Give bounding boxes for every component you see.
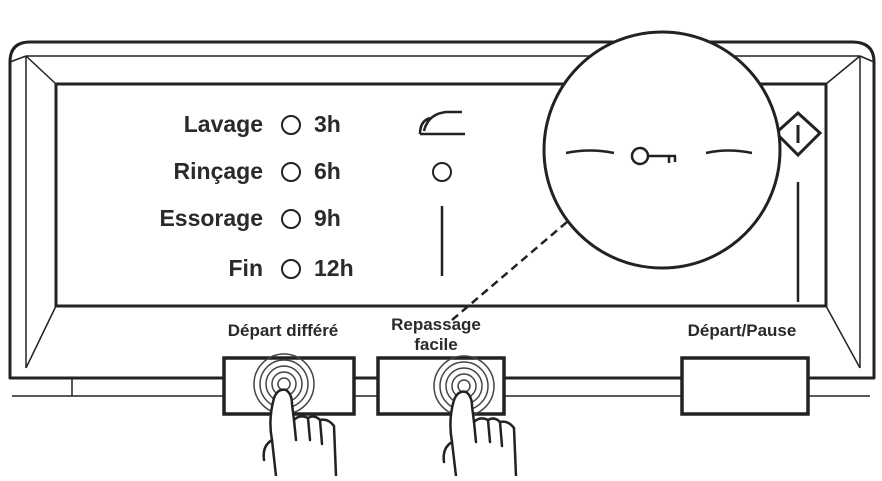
delay-hours-9h: 9h (314, 205, 341, 231)
status-label-fin: Fin (229, 255, 264, 281)
delay-hours-12h: 12h (314, 255, 354, 281)
start-pause-label: Départ/Pause (688, 321, 797, 340)
power-icon (773, 110, 823, 158)
easy-iron-led (432, 162, 452, 182)
easy-iron-label-line1: Repassage (391, 315, 481, 334)
status-led-essorage (281, 209, 301, 229)
magnifier-callout (542, 30, 782, 270)
status-label-lavage: Lavage (184, 111, 263, 137)
callout-dashed-line (451, 215, 575, 321)
status-led-fin (281, 259, 301, 279)
status-led-lavage (281, 115, 301, 135)
start-pause-button[interactable] (680, 356, 810, 416)
iron-icon (418, 110, 465, 136)
key-lock-icon (630, 146, 677, 166)
hand-right (442, 390, 518, 478)
status-label-rincage: Rinçage (174, 158, 263, 184)
delay-hours-6h: 6h (314, 158, 341, 184)
hand-left (262, 388, 338, 478)
delay-start-label: Départ différé (228, 321, 339, 340)
status-label-essorage: Essorage (159, 205, 263, 231)
delay-hours-3h: 3h (314, 111, 341, 137)
easy-iron-label-line2: facile (414, 335, 457, 354)
status-rows: Lavage 3h Rinçage 6h Essorage 9h Fin 12h (159, 111, 353, 281)
status-led-rincage (281, 162, 301, 182)
